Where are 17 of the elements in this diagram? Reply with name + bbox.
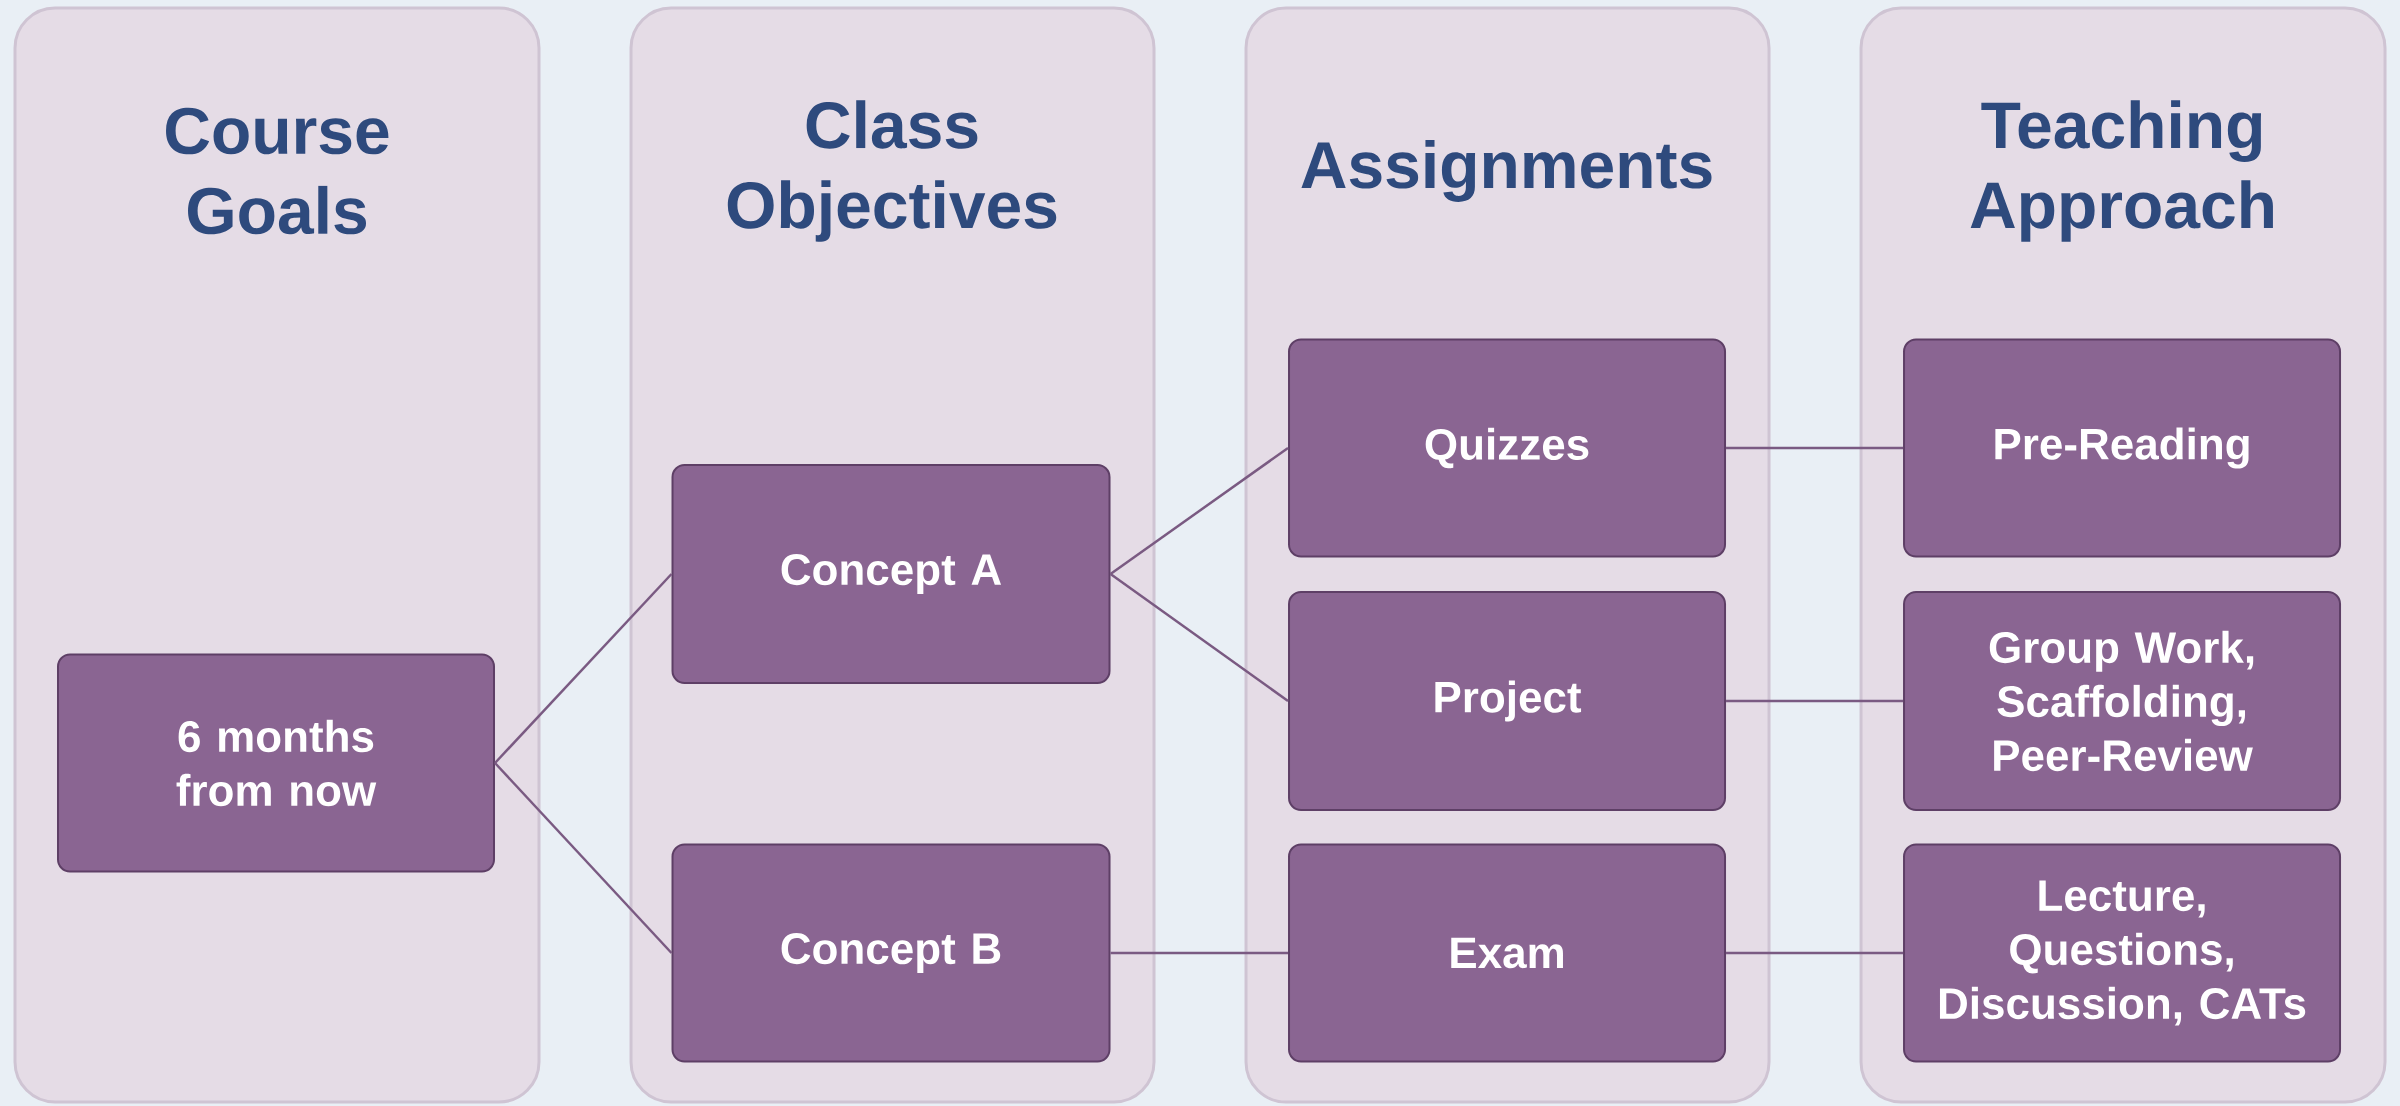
connector-line <box>494 762 673 954</box>
process-box: Project <box>1288 591 1726 811</box>
connector-line <box>1726 699 1903 703</box>
process-box: Pre-Reading <box>1903 338 2342 558</box>
connector-line <box>1109 572 1289 702</box>
connector-line <box>1109 446 1289 575</box>
process-box: Quizzes <box>1288 338 1726 558</box>
process-box: 6 months from now <box>57 653 495 873</box>
process-box: Concept A <box>671 464 1111 684</box>
process-box: Group Work, Scaffolding, Peer-Review <box>1903 591 2342 811</box>
process-box: Lecture, Questions, Discussion, CATs <box>1903 843 2342 1063</box>
process-box: Concept B <box>671 843 1111 1063</box>
connector-line <box>1726 951 1903 955</box>
process-box: Exam <box>1288 843 1726 1063</box>
connector-line <box>494 573 673 764</box>
connector-line <box>1726 446 1903 450</box>
connector-line <box>1110 951 1288 955</box>
